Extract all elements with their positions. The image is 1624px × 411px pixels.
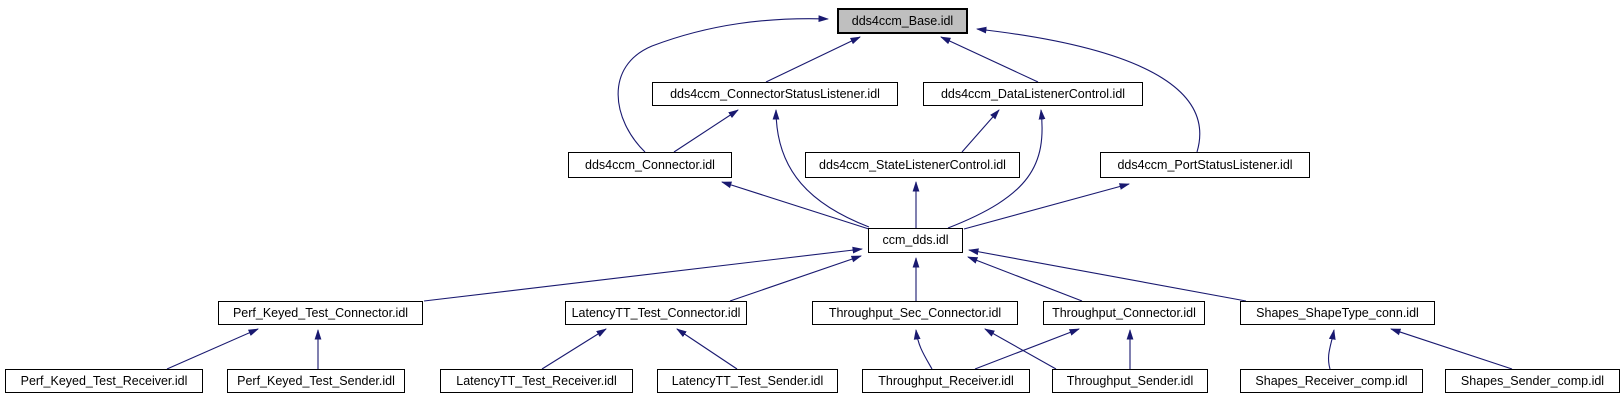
- edge-perf-keyed-test-connector-to-ccm-dds: [423, 246, 863, 302]
- node-ccm-dds[interactable]: ccm_dds.idl: [868, 228, 963, 253]
- edge-shapes-sender-comp-to-shapes-shapetype-conn: [1390, 328, 1513, 370]
- node-latencytt-test-receiver[interactable]: LatencyTT_Test_Receiver.idl: [440, 369, 633, 393]
- node-dds4ccm-base: dds4ccm_Base.idl: [837, 8, 968, 34]
- node-data-listener-control[interactable]: dds4ccm_DataListenerControl.idl: [923, 82, 1143, 106]
- edge-shapes-receiver-comp-to-shapes-shapetype-conn: [1327, 329, 1336, 370]
- node-throughput-sec-connector[interactable]: Throughput_Sec_Connector.idl: [812, 301, 1018, 325]
- node-perf-keyed-test-sender[interactable]: Perf_Keyed_Test_Sender.idl: [227, 369, 405, 393]
- node-connector-status-listener[interactable]: dds4ccm_ConnectorStatusListener.idl: [652, 82, 898, 106]
- node-shapes-sender-comp[interactable]: Shapes_Sender_comp.idl: [1445, 369, 1620, 393]
- edge-shapes-shapetype-conn-to-ccm-dds: [968, 248, 1247, 302]
- edge-port-status-listener-to-dds4ccm-base: [976, 26, 1201, 153]
- node-throughput-sender[interactable]: Throughput_Sender.idl: [1052, 369, 1208, 393]
- edge-ccm-dds-to-dds4ccm-connector: [721, 181, 873, 231]
- node-perf-keyed-test-connector[interactable]: Perf_Keyed_Test_Connector.idl: [218, 301, 423, 325]
- edge-dds4ccm-connector-to-connector-status-listener: [673, 109, 739, 153]
- edge-throughput-receiver-to-throughput-sec-connector: [913, 329, 933, 370]
- edge-dds4ccm-connector-to-dds4ccm-base: [617, 15, 829, 153]
- edge-perf-keyed-test-receiver-to-perf-keyed-test-connector: [166, 328, 259, 370]
- edge-latencytt-test-receiver-to-latencytt-test-connector: [541, 328, 607, 370]
- edge-throughput-connector-to-ccm-dds: [967, 256, 1083, 302]
- edge-ccm-dds-to-port-status-listener: [963, 183, 1130, 230]
- edge-latencytt-test-sender-to-latencytt-test-connector: [676, 328, 738, 370]
- edge-ccm-dds-to-data-listener-control: [947, 109, 1046, 229]
- node-perf-keyed-test-receiver[interactable]: Perf_Keyed_Test_Receiver.idl: [5, 369, 203, 393]
- edge-ccm-dds-to-connector-status-listener: [772, 109, 870, 228]
- edge-state-listener-control-to-data-listener-control: [961, 109, 1000, 153]
- node-throughput-connector[interactable]: Throughput_Connector.idl: [1043, 301, 1205, 325]
- node-shapes-shapetype-conn[interactable]: Shapes_ShapeType_conn.idl: [1240, 301, 1435, 325]
- node-throughput-receiver[interactable]: Throughput_Receiver.idl: [862, 369, 1030, 393]
- node-port-status-listener[interactable]: dds4ccm_PortStatusListener.idl: [1100, 152, 1310, 178]
- node-latencytt-test-sender[interactable]: LatencyTT_Test_Sender.idl: [657, 369, 838, 393]
- node-dds4ccm-connector[interactable]: dds4ccm_Connector.idl: [568, 152, 732, 178]
- node-shapes-receiver-comp[interactable]: Shapes_Receiver_comp.idl: [1240, 369, 1423, 393]
- edge-latencytt-test-connector-to-ccm-dds: [729, 255, 862, 302]
- node-latencytt-test-connector[interactable]: LatencyTT_Test_Connector.idl: [565, 301, 747, 325]
- edge-throughput-receiver-to-throughput-connector: [974, 328, 1080, 370]
- edge-data-listener-control-to-dds4ccm-base: [940, 36, 1039, 83]
- edge-throughput-sender-to-throughput-sec-connector: [984, 328, 1057, 370]
- node-state-listener-control[interactable]: dds4ccm_StateListenerControl.idl: [805, 152, 1020, 178]
- edge-connector-status-listener-to-dds4ccm-base: [765, 36, 861, 83]
